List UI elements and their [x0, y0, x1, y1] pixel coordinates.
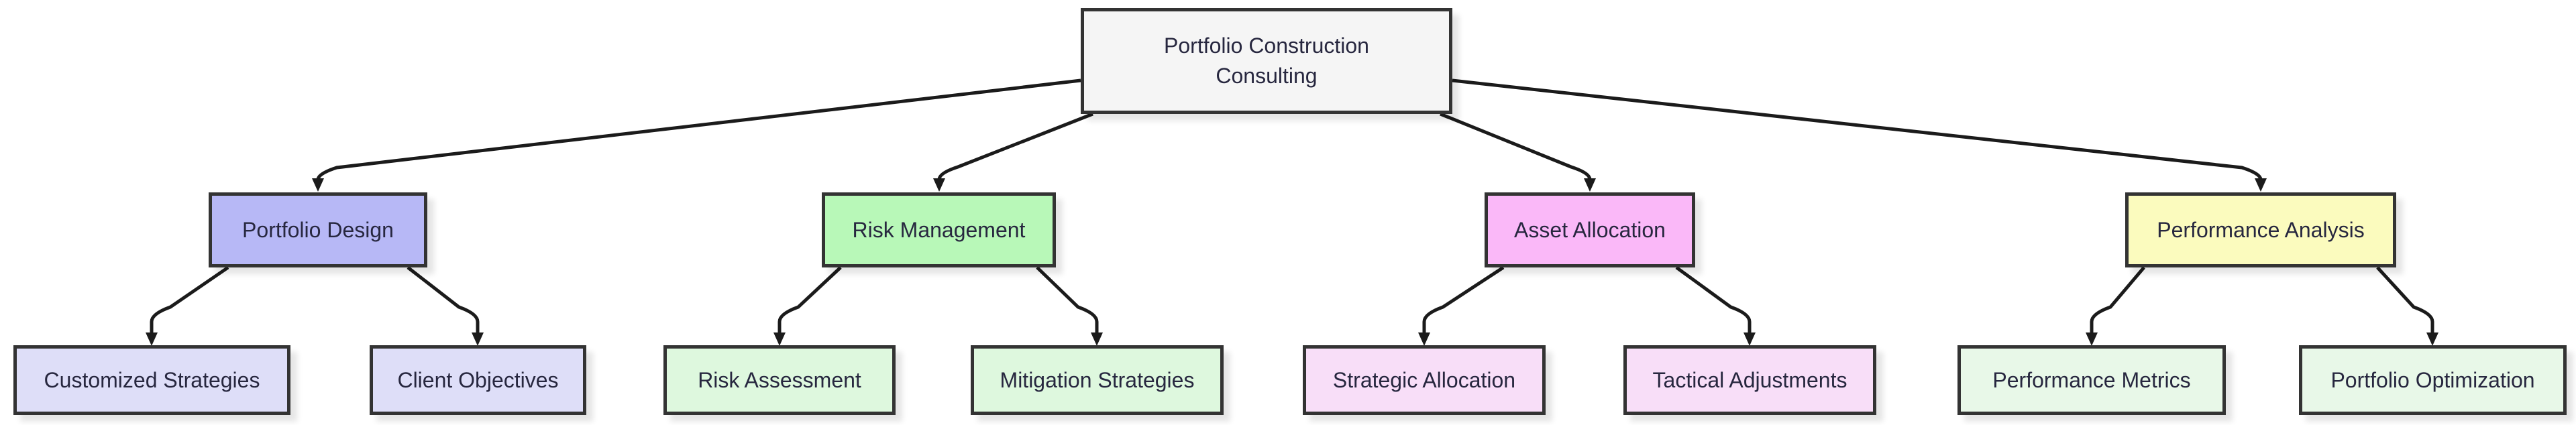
- node-label: Risk Management: [852, 217, 1026, 242]
- node-label: Portfolio Construction Consulting: [1164, 34, 1369, 88]
- node-tactical-adjustments: Tactical Adjustments: [1623, 345, 1876, 415]
- node-label: Customized Strategies: [44, 367, 260, 392]
- edge-risk-management-to-risk-assessment: [773, 266, 842, 346]
- node-client-objectives: Client Objectives: [370, 345, 586, 415]
- node-label: Strategic Allocation: [1332, 367, 1516, 392]
- node-label: Client Objectives: [397, 367, 559, 392]
- edge-root-to-risk-management: [933, 112, 1093, 192]
- node-label: Performance Metrics: [1992, 367, 2191, 392]
- edge-root-to-performance-analysis: [1452, 78, 2267, 192]
- node-portfolio-construction-consulting: Portfolio Construction Consulting: [1081, 8, 1452, 114]
- node-mitigation-strategies: Mitigation Strategies: [971, 345, 1224, 415]
- edge-risk-management-to-mitigation-strategies: [1036, 266, 1103, 346]
- node-strategic-allocation: Strategic Allocation: [1303, 345, 1546, 415]
- edge-portfolio-design-to-client-objectives: [407, 266, 484, 346]
- node-asset-allocation: Asset Allocation: [1485, 192, 1695, 267]
- node-performance-analysis: Performance Analysis: [2125, 192, 2396, 267]
- node-risk-assessment: Risk Assessment: [663, 345, 896, 415]
- node-label: Tactical Adjustments: [1652, 367, 1847, 392]
- node-risk-management: Risk Management: [822, 192, 1056, 267]
- node-portfolio-design: Portfolio Design: [209, 192, 427, 267]
- edge-portfolio-design-to-customized-strategies: [146, 265, 229, 346]
- edge-performance-analysis-to-performance-metrics: [2086, 266, 2145, 346]
- node-label: Portfolio Design: [242, 217, 394, 242]
- edge-root-to-asset-allocation: [1440, 112, 1596, 192]
- node-label: Asset Allocation: [1514, 217, 1666, 242]
- node-label: Portfolio Optimization: [2330, 367, 2535, 392]
- edge-asset-allocation-to-tactical-adjustments: [1675, 265, 1756, 346]
- edge-asset-allocation-to-strategic-allocation: [1418, 265, 1505, 346]
- edge-performance-analysis-to-portfolio-optimization: [2376, 266, 2438, 346]
- node-customized-strategies: Customized Strategies: [13, 345, 290, 415]
- node-label: Mitigation Strategies: [1000, 367, 1195, 392]
- edge-root-to-portfolio-design: [312, 78, 1081, 192]
- node-performance-metrics: Performance Metrics: [1957, 345, 2226, 415]
- node-label: Risk Assessment: [698, 367, 861, 392]
- node-portfolio-optimization: Portfolio Optimization: [2299, 345, 2567, 415]
- node-label: Performance Analysis: [2157, 217, 2365, 242]
